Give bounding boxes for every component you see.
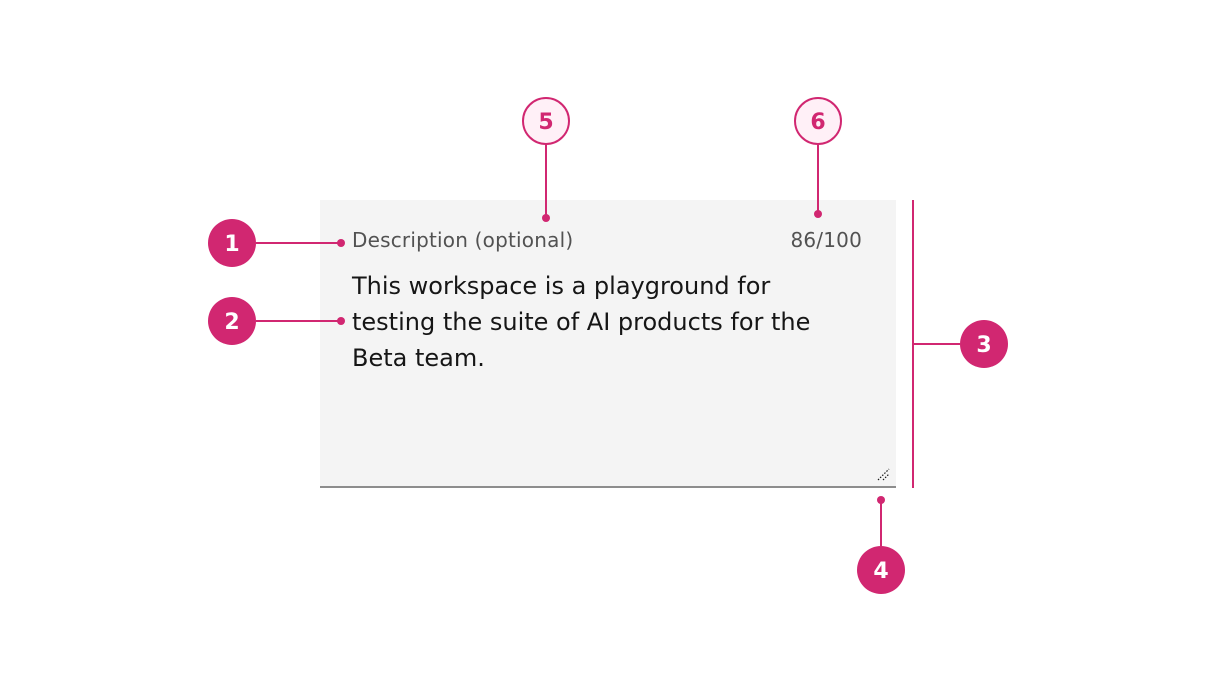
callout-4: 4 xyxy=(857,496,905,594)
callout-5-number: 5 xyxy=(538,110,553,135)
callout-4-number: 4 xyxy=(873,559,888,584)
field-label: Description (optional) xyxy=(352,228,574,252)
textarea-value[interactable]: This workspace is a playground for testi… xyxy=(352,272,811,372)
callout-2-number: 2 xyxy=(224,310,239,335)
textarea-field[interactable]: Description (optional) 86/100 This works… xyxy=(320,200,896,488)
callout-1-number: 1 xyxy=(224,232,239,257)
callout-3: 3 xyxy=(912,200,1008,488)
character-counter: 86/100 xyxy=(790,228,862,252)
resize-handle-icon[interactable] xyxy=(876,466,890,481)
callout-6-number: 6 xyxy=(810,110,825,135)
callout-3-number: 3 xyxy=(976,333,991,358)
